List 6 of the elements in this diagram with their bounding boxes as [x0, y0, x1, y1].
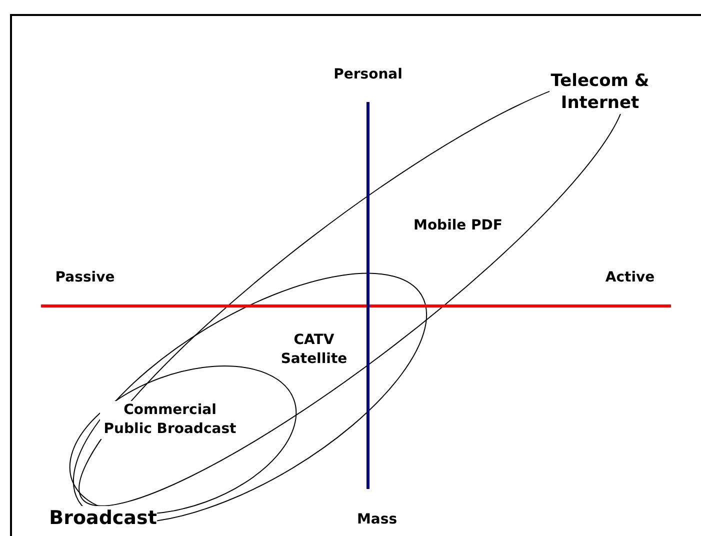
- category-label: Telecom & Internet: [550, 70, 650, 114]
- axis-label: Active: [605, 268, 655, 288]
- axis-label: Personal: [334, 66, 402, 84]
- axis-label: Mass: [356, 510, 398, 530]
- axis-label: Passive: [55, 268, 115, 288]
- category-label: Mobile PDF: [414, 216, 502, 236]
